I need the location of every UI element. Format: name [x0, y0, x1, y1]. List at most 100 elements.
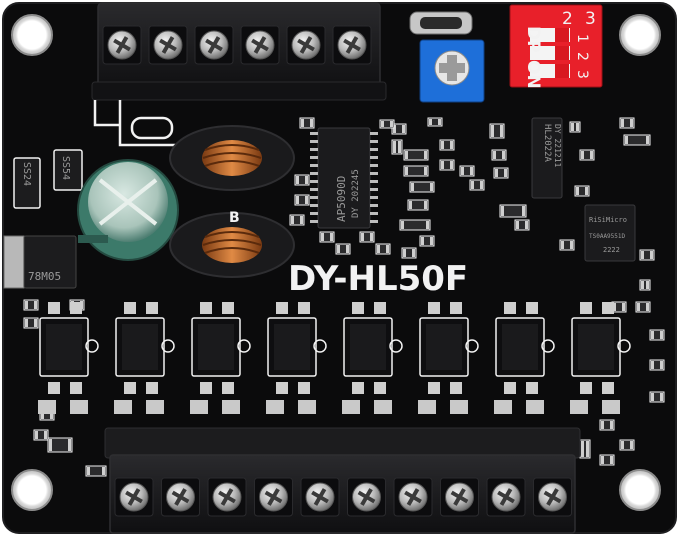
smd-component: [427, 117, 443, 127]
smd-component: [635, 301, 651, 313]
smd-component: [499, 204, 527, 218]
smd-component: [491, 149, 507, 161]
optocoupler: [418, 302, 479, 414]
bottom-terminal-screw: [114, 477, 154, 517]
eeprom-line1: RiSiMicro: [589, 216, 627, 224]
smd-component: [489, 123, 505, 139]
top-terminal-screw: [332, 25, 372, 65]
optocoupler: [494, 302, 555, 414]
smd-component: [85, 465, 107, 477]
smd-component: [403, 149, 429, 161]
bottom-terminal-screw: [440, 477, 479, 517]
smd-component: [399, 219, 431, 231]
potentiometer: [419, 39, 485, 103]
inductor-top: [169, 125, 295, 191]
main-ic-line2: DY 202245: [351, 169, 361, 218]
smd-component: [599, 419, 615, 431]
mounting-hole-top-right: [619, 14, 661, 56]
smd-component: [289, 214, 305, 226]
top-terminal-screw: [102, 25, 142, 65]
optocoupler: [266, 302, 327, 414]
mounting-holes: [11, 14, 661, 511]
top-terminal-screw: [286, 25, 326, 65]
electrolytic-capacitor: [77, 159, 179, 261]
smd-component: [319, 231, 335, 243]
bottom-terminal-screw: [486, 477, 526, 517]
regulator-label: 78M05: [28, 270, 61, 283]
dip-number-3: 3: [574, 70, 590, 79]
bottom-terminal-block: [104, 427, 581, 534]
bottom-terminal-screw: [207, 477, 247, 517]
smd-component: [439, 159, 455, 171]
diode-ss54: SS54: [53, 149, 83, 191]
smd-component: [639, 249, 655, 261]
silk-slot: [130, 116, 174, 140]
usb-port: [409, 11, 473, 35]
smd-component: [579, 439, 591, 459]
smd-component: [47, 437, 73, 453]
bottom-terminal-screw: [393, 477, 433, 517]
main-ic: AP5090D DY 202245: [310, 127, 378, 229]
top-terminal-screw: [194, 25, 234, 65]
smd-component: [459, 165, 475, 177]
top-terminal-screw: [148, 25, 188, 65]
optocoupler: [38, 302, 99, 414]
smd-component: [579, 149, 595, 161]
optocoupler-row: [38, 302, 631, 414]
smd-component: [649, 391, 665, 403]
smd-component: [493, 167, 509, 179]
eeprom-line2: TS0AA9551D: [589, 233, 626, 240]
smd-component: [419, 235, 435, 247]
dip-top-number-3: 3: [585, 9, 596, 29]
dip-label-dp: DP: [523, 26, 543, 53]
smd-component: [33, 429, 49, 441]
smd-component: [599, 454, 615, 466]
side-ic: HL2022A DY 221211: [531, 117, 563, 199]
smd-component: [623, 134, 651, 146]
dip-number-2: 2: [574, 52, 590, 61]
side-ic-line1: HL2022A: [542, 124, 552, 163]
smd-component: [403, 165, 429, 177]
optocoupler: [570, 302, 631, 414]
eeprom-line3: 2222: [603, 246, 620, 254]
smd-component: [619, 439, 635, 451]
top-terminal-screw: [240, 25, 280, 65]
bottom-terminal-screw: [161, 477, 200, 517]
smd-component: [619, 117, 635, 129]
diode-label: SS54: [60, 156, 71, 180]
smd-component: [375, 243, 391, 255]
smd-component: [569, 121, 581, 133]
voltage-regulator: 78M05: [3, 235, 77, 289]
bottom-terminal-screw: [254, 477, 293, 517]
inductor-bottom: B: [169, 210, 295, 278]
optocoupler: [342, 302, 403, 414]
dip-label-on: ON: [523, 60, 543, 89]
inductor-label: B: [229, 210, 240, 226]
dip-switch: DP ON 2 3 1 2 3: [509, 4, 603, 89]
mounting-hole-bottom-left: [11, 469, 53, 511]
smd-component: [23, 317, 39, 329]
smd-component: [439, 139, 455, 151]
smd-component: [23, 299, 39, 311]
smd-component: [649, 329, 665, 341]
smd-component: [409, 181, 435, 193]
smd-component: [294, 194, 310, 206]
side-ic-line2: DY 221211: [553, 124, 562, 168]
smd-component: [574, 185, 590, 197]
smd-component: [294, 174, 310, 186]
smd-component: [391, 139, 403, 155]
smd-component: [359, 231, 375, 243]
smd-component: [391, 123, 407, 135]
smd-component: [335, 243, 351, 255]
smd-component: [407, 199, 429, 211]
smd-component: [379, 119, 395, 129]
smd-component: [469, 179, 485, 191]
bottom-terminal-screw: [347, 477, 386, 517]
smd-component: [559, 239, 575, 251]
smd-component: [514, 219, 530, 231]
optocoupler: [114, 302, 175, 414]
smd-component: [299, 117, 315, 129]
mounting-hole-bottom-right: [619, 469, 661, 511]
mounting-hole-top-left: [11, 14, 53, 56]
